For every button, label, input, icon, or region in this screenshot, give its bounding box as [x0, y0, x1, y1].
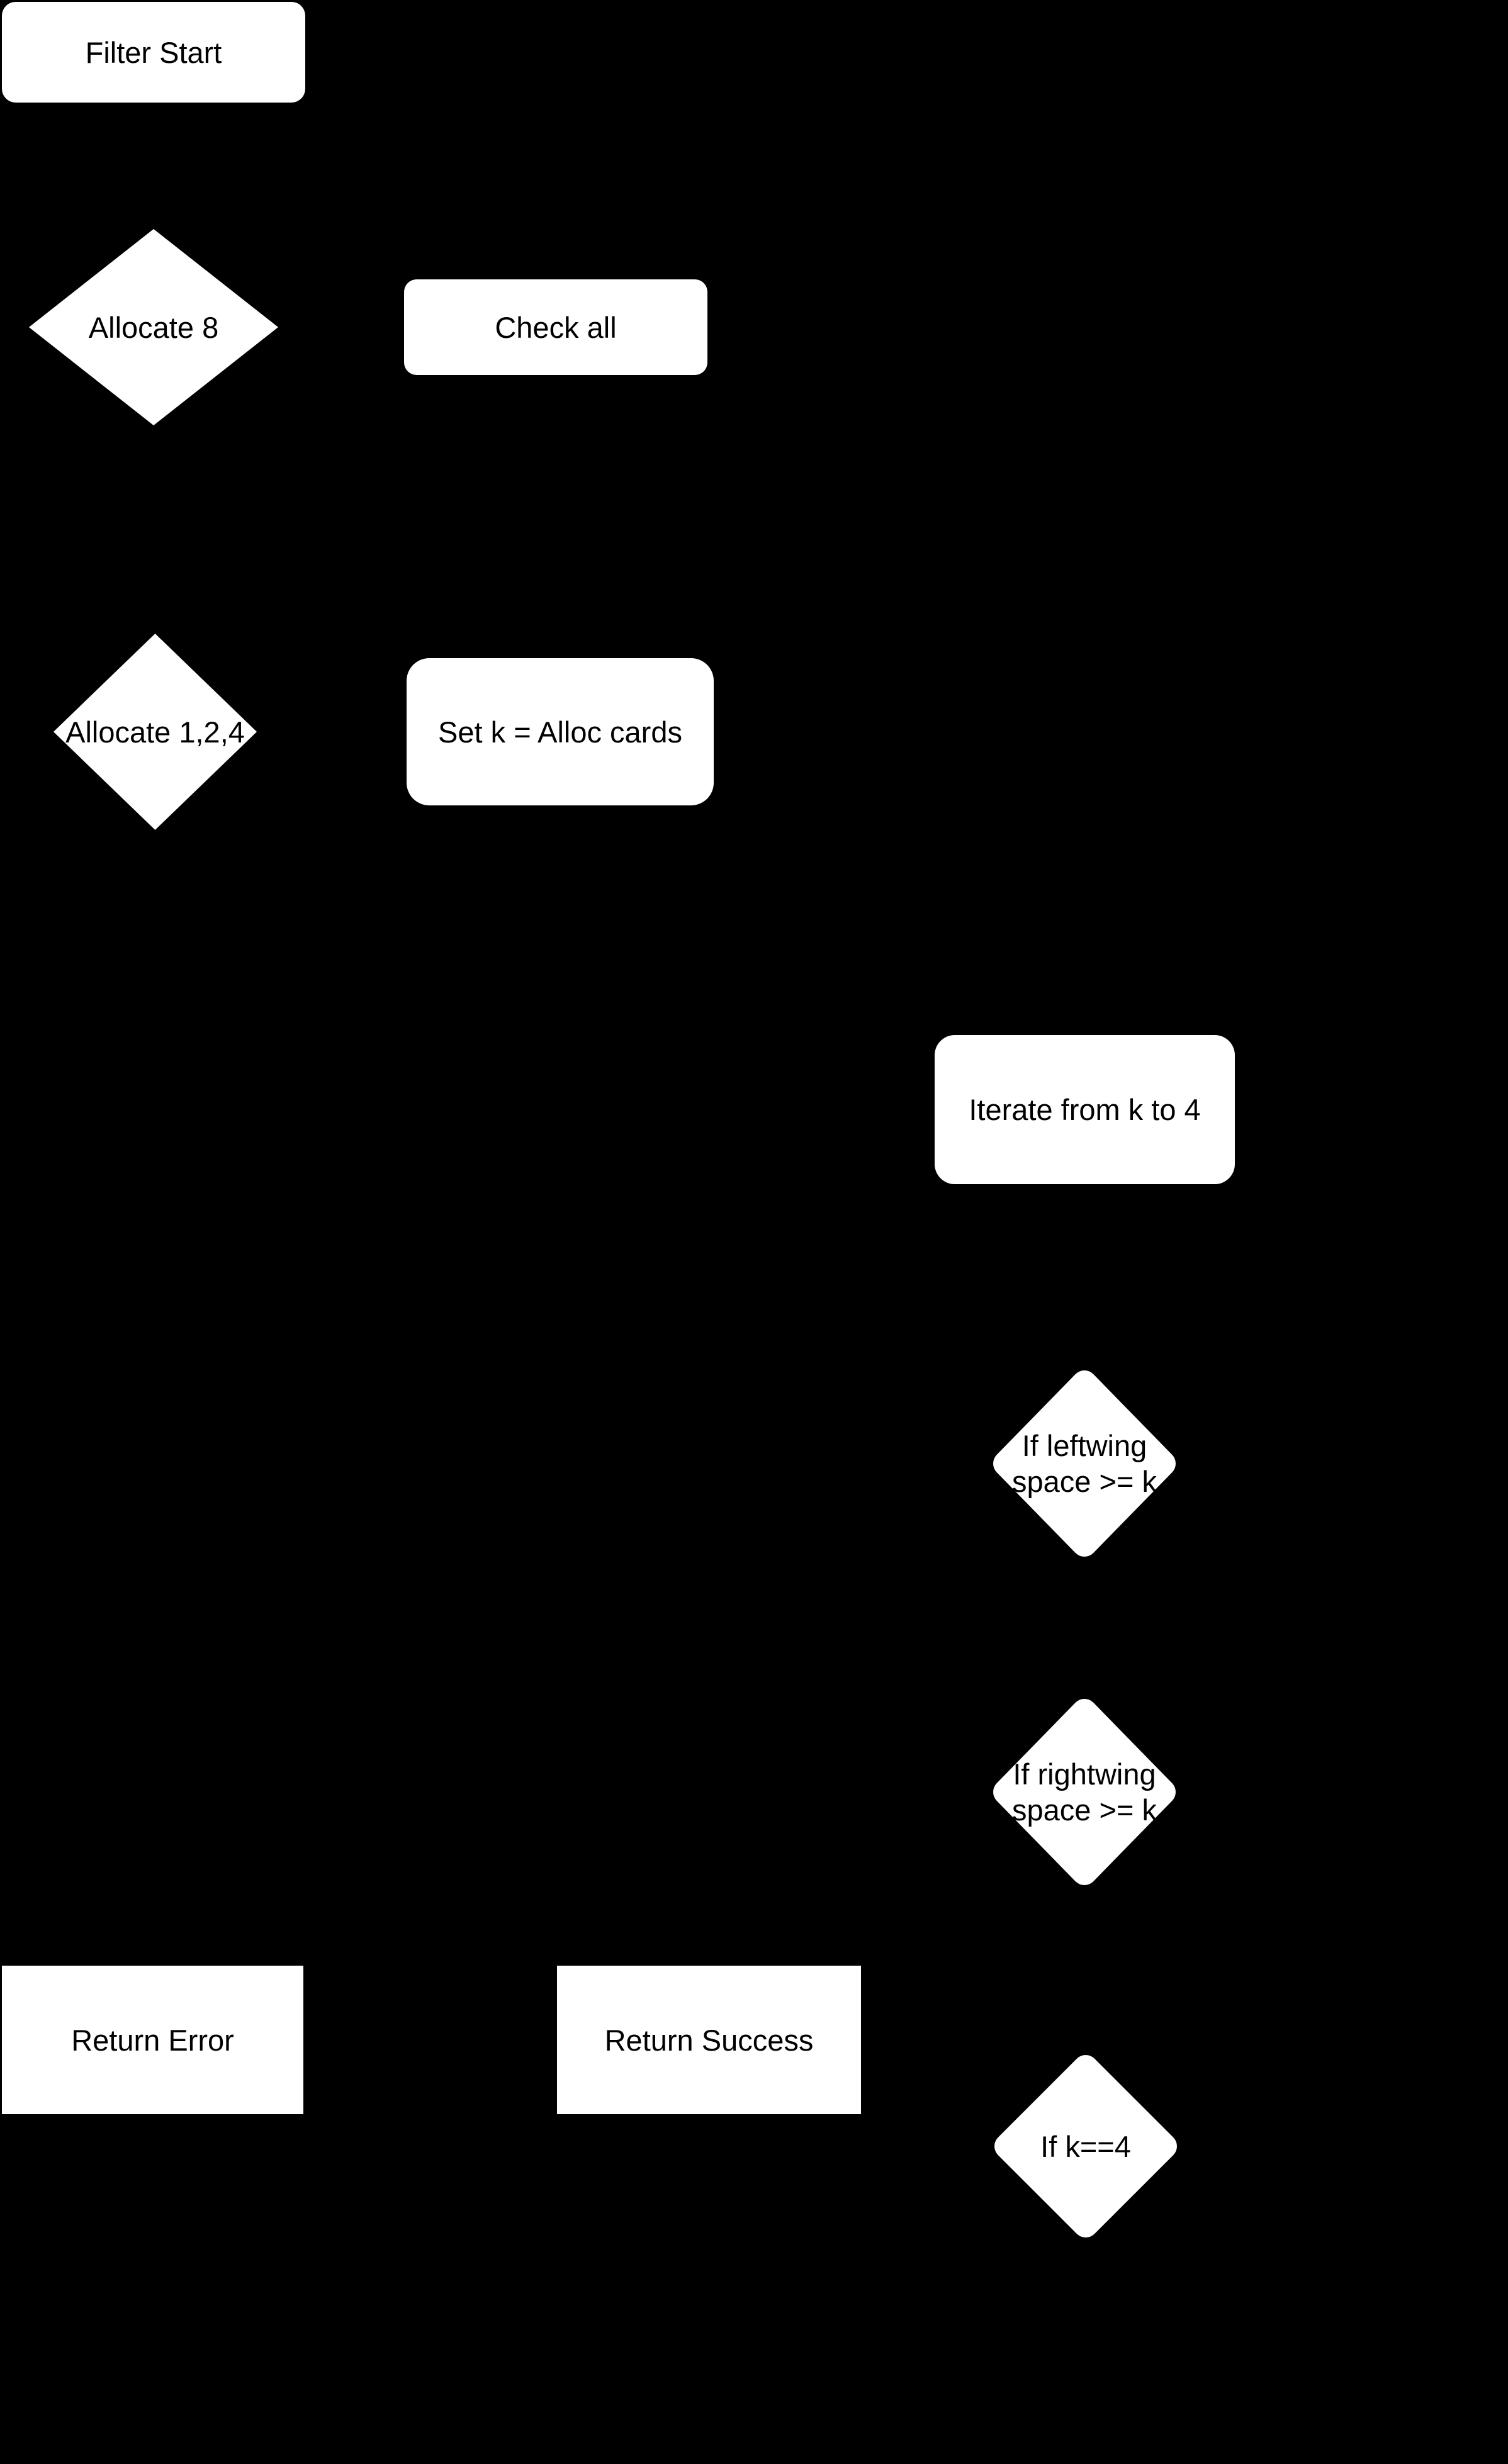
node-allocate-8: Allocate 8 [29, 229, 278, 425]
node-iterate-from-k-to-4: Iterate from k to 4 [935, 1035, 1235, 1184]
node-filter-start: Filter Start [2, 2, 305, 103]
node-if-leftwing-space-label: If leftwing space >= k [1012, 1429, 1157, 1498]
node-filter-start-label: Filter Start [85, 35, 222, 69]
node-set-k: Set k = Alloc cards [407, 658, 714, 805]
node-return-error: Return Error [2, 1966, 303, 2114]
node-if-rightwing-space-label: If rightwing space >= k [1012, 1757, 1157, 1827]
node-if-k-equals-4-label: If k==4 [1040, 2129, 1131, 2163]
node-iterate-from-k-to-4-label: Iterate from k to 4 [969, 1093, 1201, 1126]
node-allocate-1-2-4: Allocate 1,2,4 [53, 634, 257, 830]
node-return-success-label: Return Success [604, 2023, 814, 2057]
node-return-success: Return Success [557, 1966, 861, 2114]
node-allocate-8-label: Allocate 8 [88, 310, 219, 344]
node-check-all-label: Check all [495, 310, 617, 344]
node-return-error-label: Return Error [71, 2023, 234, 2057]
node-allocate-1-2-4-label: Allocate 1,2,4 [65, 715, 245, 749]
node-check-all: Check all [404, 279, 707, 375]
rounded-diamond-shape [994, 2055, 1177, 2237]
diamond-shape [53, 634, 257, 830]
diamond-shape [29, 229, 278, 425]
rounded-diamond-shape [993, 1370, 1176, 1557]
node-if-rightwing-space: If rightwing space >= k [993, 1699, 1176, 1885]
node-if-leftwing-space: If leftwing space >= k [993, 1370, 1176, 1557]
node-if-k-equals-4: If k==4 [994, 2055, 1177, 2237]
node-set-k-label: Set k = Alloc cards [438, 715, 682, 749]
rounded-diamond-shape [993, 1699, 1176, 1885]
